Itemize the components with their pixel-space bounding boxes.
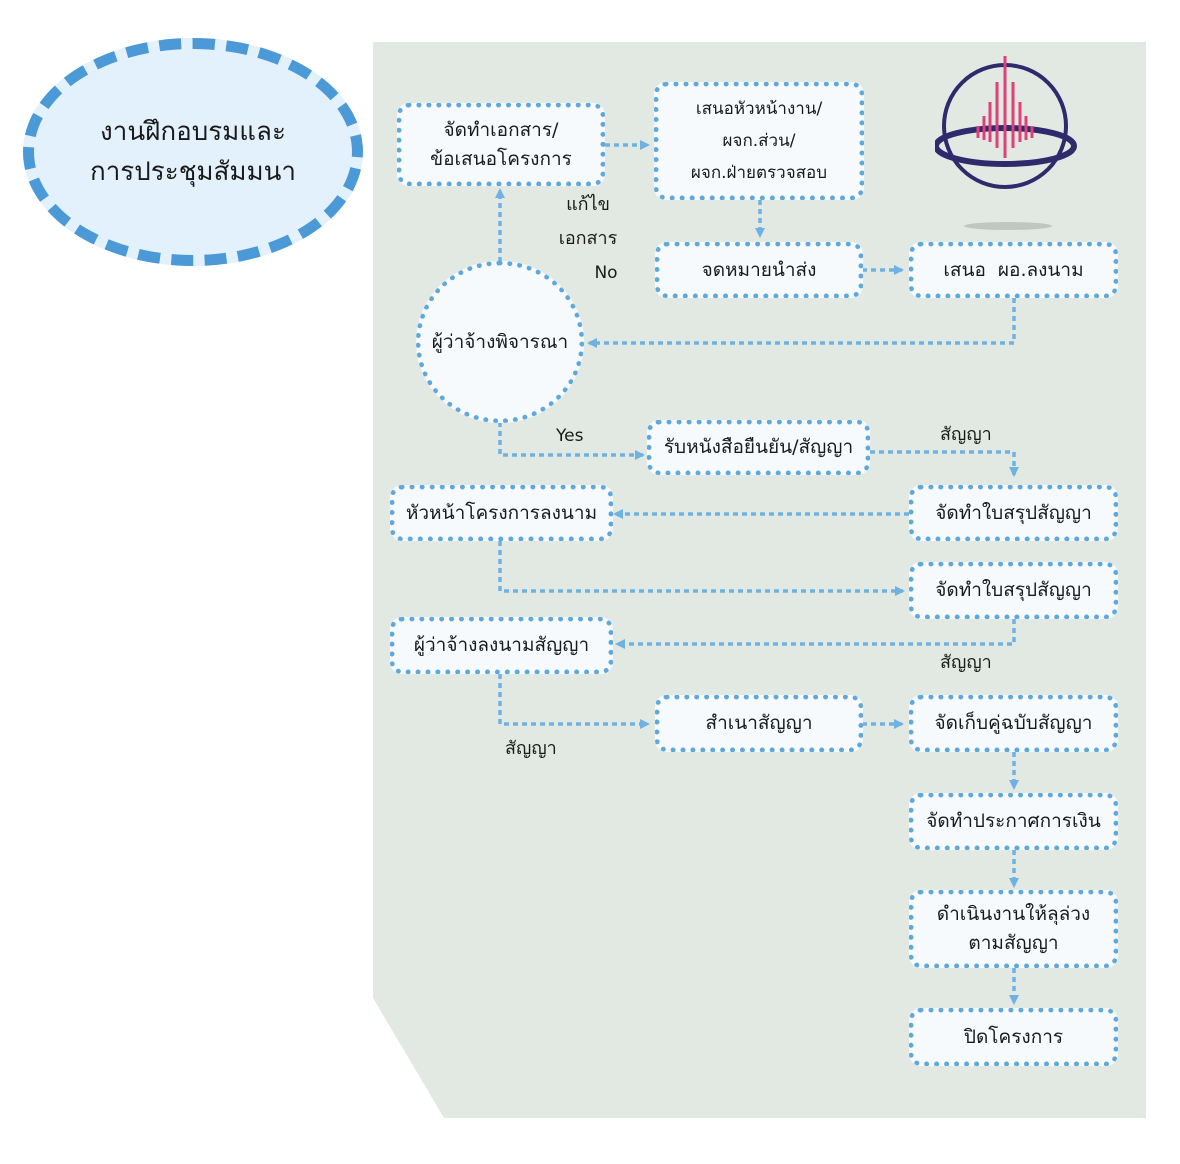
node-summary-2: จัดทำใบสรุปสัญญา: [909, 562, 1118, 619]
node-execute-line1: ดำเนินงานให้ลุล่วง: [936, 903, 1091, 925]
node-summary-1: จัดทำใบสรุปสัญญา: [909, 485, 1118, 541]
node-finance-notice: จัดทำประกาศการเงิน: [909, 793, 1118, 850]
node-propose-director-label: เสนอ ผอ.ลงนาม: [943, 258, 1084, 281]
node-execute: ดำเนินงานให้ลุล่วง ตามสัญญา: [909, 890, 1118, 968]
node-propose-heads-line1: เสนอหัวหน้างาน/: [695, 99, 823, 119]
label-revise: แก้ไข เอกสาร No: [548, 188, 628, 290]
node-propose-heads-line3: ผจก.ฝ่ายตรวจสอบ: [690, 163, 828, 183]
label-revise-line2: เอกสาร: [558, 228, 618, 249]
label-revise-line1: แก้ไข: [566, 194, 610, 215]
node-execute-line2: ตามสัญญา: [968, 932, 1059, 954]
node-propose-director: เสนอ ผอ.ลงนาม: [909, 242, 1118, 298]
node-head-sign-label: หัวหน้าโครงการลงนาม: [405, 501, 598, 524]
node-client-sign-label: ผู้ว่าจ้างลงนามสัญญา: [413, 634, 590, 656]
node-close-project-label: ปิดโครงการ: [963, 1025, 1064, 1048]
label-contract-3: สัญญา: [505, 738, 557, 759]
label-contract-1: สัญญา: [940, 424, 992, 445]
node-propose-heads-line2: ผจก.ส่วน/: [722, 131, 796, 151]
label-contract-2: สัญญา: [940, 652, 992, 673]
node-receive-confirm: รับหนังสือยืนยัน/สัญญา: [647, 420, 870, 475]
node-cover-letter-label: จดหมายนำส่ง: [701, 258, 817, 281]
node-client-sign: ผู้ว่าจ้างลงนามสัญญา: [390, 617, 613, 674]
node-prepare-docs: จัดทำเอกสาร/ ข้อเสนอโครงการ: [397, 103, 605, 186]
node-file-contract: จัดเก็บคู่ฉบับสัญญา: [909, 695, 1118, 752]
node-close-project: ปิดโครงการ: [909, 1008, 1118, 1066]
node-summary-1-label: จัดทำใบสรุปสัญญา: [935, 501, 1092, 524]
node-decision: ผู้ว่าจ้างพิจารณา: [416, 261, 584, 423]
section-title: งานฝึกอบรมและ การประชุมสัมมนา: [23, 38, 363, 266]
node-file-contract-label: จัดเก็บคู่ฉบับสัญญา: [934, 712, 1093, 734]
node-copy-contract: สำเนาสัญญา: [655, 695, 863, 752]
label-yes: Yes: [556, 426, 584, 446]
node-prepare-docs-line1: จัดทำเอกสาร/: [443, 118, 559, 141]
node-decision-label: ผู้ว่าจ้างพิจารณา: [431, 331, 569, 353]
node-propose-heads: เสนอหัวหน้างาน/ ผจก.ส่วน/ ผจก.ฝ่ายตรวจสอ…: [654, 82, 864, 200]
node-cover-letter: จดหมายนำส่ง: [655, 242, 863, 298]
section-title-line2: การประชุมสัมมนา: [89, 157, 297, 187]
node-head-sign: หัวหน้าโครงการลงนาม: [390, 485, 613, 541]
section-title-line1: งานฝึกอบรมและ: [100, 117, 286, 147]
label-no: No: [594, 263, 618, 283]
node-prepare-docs-line2: ข้อเสนอโครงการ: [430, 147, 572, 170]
institution-logo-icon: [935, 56, 1077, 230]
node-receive-confirm-label: รับหนังสือยืนยัน/สัญญา: [663, 436, 854, 458]
node-summary-2-label: จัดทำใบสรุปสัญญา: [935, 579, 1092, 601]
node-copy-contract-label: สำเนาสัญญา: [705, 712, 813, 734]
node-finance-notice-label: จัดทำประกาศการเงิน: [926, 810, 1101, 832]
